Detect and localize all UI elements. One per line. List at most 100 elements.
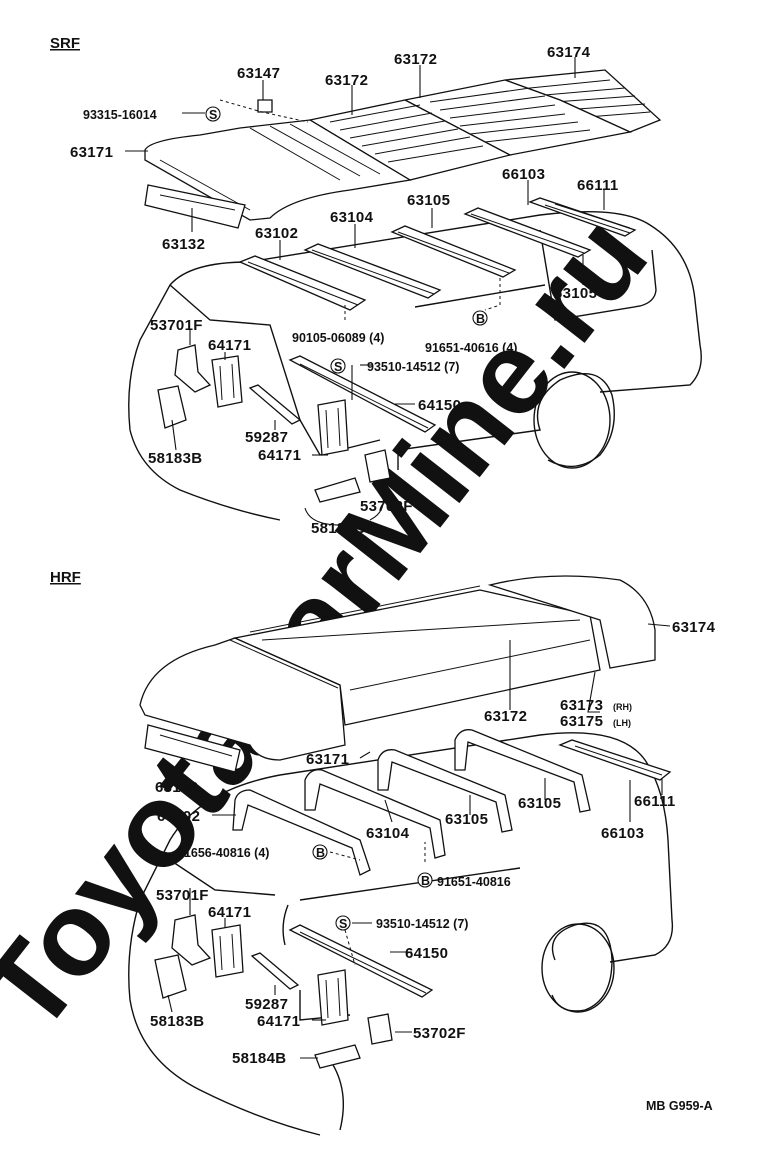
srf-label-93510: 93510-14512 (7) [367, 360, 459, 374]
hrf-part-63132 [144, 724, 241, 773]
srf-label-59287: 59287 [245, 429, 288, 446]
srf-section-title: SRF [50, 35, 80, 52]
srf-bow-63102 [238, 255, 367, 311]
srf-label-58184b: 58184B [311, 520, 365, 537]
hrf-label-91656: 91656-40816 (4) [177, 846, 269, 860]
srf-label-93315: 93315-16014 [83, 108, 157, 122]
hrf-section-title: HRF [50, 569, 81, 586]
srf-part-63147 [257, 99, 273, 113]
srf-s-symbol-2 [330, 358, 346, 374]
srf-label-66103: 66103 [502, 166, 545, 183]
hrf-label-63172: 63172 [484, 708, 527, 725]
srf-b-symbol-text: B [476, 312, 485, 326]
hrf-part-59287 [250, 952, 300, 990]
hrf-label-63175: 63175 [560, 713, 603, 730]
srf-part-66111 [528, 197, 637, 237]
hrf-leaders [167, 623, 671, 1059]
hrf-section: HRF [50, 569, 716, 1136]
hrf-part-64171-a [211, 924, 244, 978]
srf-b-symbol [472, 310, 488, 326]
srf-s-symbol-1-text: S [209, 108, 217, 122]
hrf-label-59287: 59287 [245, 996, 288, 1013]
srf-roof-panel-63171 [144, 119, 412, 221]
hrf-label-63105-a: 63105 [445, 811, 488, 828]
hrf-label-91651: 91651-40816 [437, 875, 511, 889]
hrf-bow-63105-a [377, 749, 513, 833]
srf-part-58184b [314, 477, 361, 503]
hrf-label-63174: 63174 [672, 619, 716, 636]
srf-section: SRF [50, 35, 702, 537]
hrf-label-63104: 63104 [366, 825, 410, 842]
hrf-label-63171: 63171 [306, 751, 349, 768]
srf-label-64171-b: 64171 [258, 447, 301, 464]
srf-part-64171-a [211, 355, 243, 408]
srf-label-63102: 63102 [255, 225, 298, 242]
hrf-label-63173-side: (RH) [613, 702, 632, 712]
hrf-part-64150 [288, 924, 434, 998]
hrf-part-66111 [558, 739, 672, 781]
hrf-label-66103: 66103 [601, 825, 644, 842]
hrf-label-63132: 63132 [155, 779, 198, 796]
srf-s-symbol-2-text: S [334, 360, 342, 374]
hrf-label-64150: 64150 [405, 945, 448, 962]
srf-label-58183b: 58183B [148, 450, 202, 467]
hrf-roof-panel-63172 [232, 585, 601, 726]
hrf-label-63105-b: 63105 [518, 795, 561, 812]
hrf-label-58184b: 58184B [232, 1050, 286, 1067]
srf-label-63174: 63174 [547, 44, 591, 61]
srf-label-63171: 63171 [70, 144, 113, 161]
srf-label-53701f: 53701F [150, 317, 203, 334]
hrf-van-body [128, 732, 674, 1136]
srf-part-53702f [364, 449, 391, 483]
hrf-label-58183b: 58183B [150, 1013, 204, 1030]
srf-label-63105-b: 63105 [554, 285, 597, 302]
srf-label-63172-a: 63172 [394, 51, 437, 68]
hrf-roof-panel-63174 [487, 575, 656, 669]
hrf-label-63102: 63102 [157, 808, 200, 825]
hrf-label-63175-side: (LH) [613, 718, 631, 728]
srf-bow-63105-a [390, 225, 517, 278]
hrf-s-symbol-text: S [339, 917, 347, 931]
srf-label-63105-a: 63105 [407, 192, 450, 209]
srf-leaders [125, 57, 605, 526]
srf-part-64171-b [317, 399, 349, 456]
srf-part-63132 [144, 184, 246, 229]
hrf-label-64171-b: 64171 [257, 1013, 300, 1030]
srf-label-63172-b: 63172 [325, 72, 368, 89]
hrf-label-64171-a: 64171 [208, 904, 251, 921]
hrf-part-53702f [367, 1013, 393, 1045]
srf-part-64150 [288, 355, 437, 433]
srf-label-64150: 64150 [418, 397, 461, 414]
srf-label-91651: 91651-40616 (4) [425, 341, 517, 355]
hrf-part-58183b [154, 954, 187, 999]
hrf-b-symbol-1-text: B [316, 846, 325, 860]
srf-part-53701f [174, 344, 212, 393]
srf-label-64171-a: 64171 [208, 337, 251, 354]
srf-bow-63105-b [463, 207, 592, 258]
srf-bow-63104 [303, 243, 442, 299]
hrf-bow-63102 [232, 789, 371, 876]
srf-label-63104: 63104 [330, 209, 374, 226]
hrf-label-66111: 66111 [634, 793, 676, 810]
hrf-part-53701f [171, 914, 212, 966]
srf-label-90105: 90105-06089 (4) [292, 331, 384, 345]
hrf-b-symbol-2 [417, 872, 433, 888]
srf-part-58183b [157, 385, 187, 429]
hrf-part-58184b [314, 1044, 361, 1069]
hrf-bow-63105-b [454, 729, 591, 813]
srf-label-66111: 66111 [577, 177, 619, 194]
hrf-s-symbol [335, 915, 351, 931]
hrf-label-53701f: 53701F [156, 887, 209, 904]
hrf-bow-63104 [304, 769, 446, 859]
srf-s-symbol-1 [205, 106, 221, 122]
hrf-label-53702f: 53702F [413, 1025, 466, 1042]
srf-part-59287 [248, 384, 302, 425]
hrf-part-64171-b [317, 969, 349, 1026]
srf-label-53702f: 53702F [360, 498, 413, 515]
srf-label-63132: 63132 [162, 236, 205, 253]
diagram-code: MB G959-A [646, 1099, 713, 1113]
srf-label-63147: 63147 [237, 65, 280, 82]
hrf-b-symbol-1 [312, 844, 328, 860]
hrf-b-symbol-2-text: B [421, 874, 430, 888]
